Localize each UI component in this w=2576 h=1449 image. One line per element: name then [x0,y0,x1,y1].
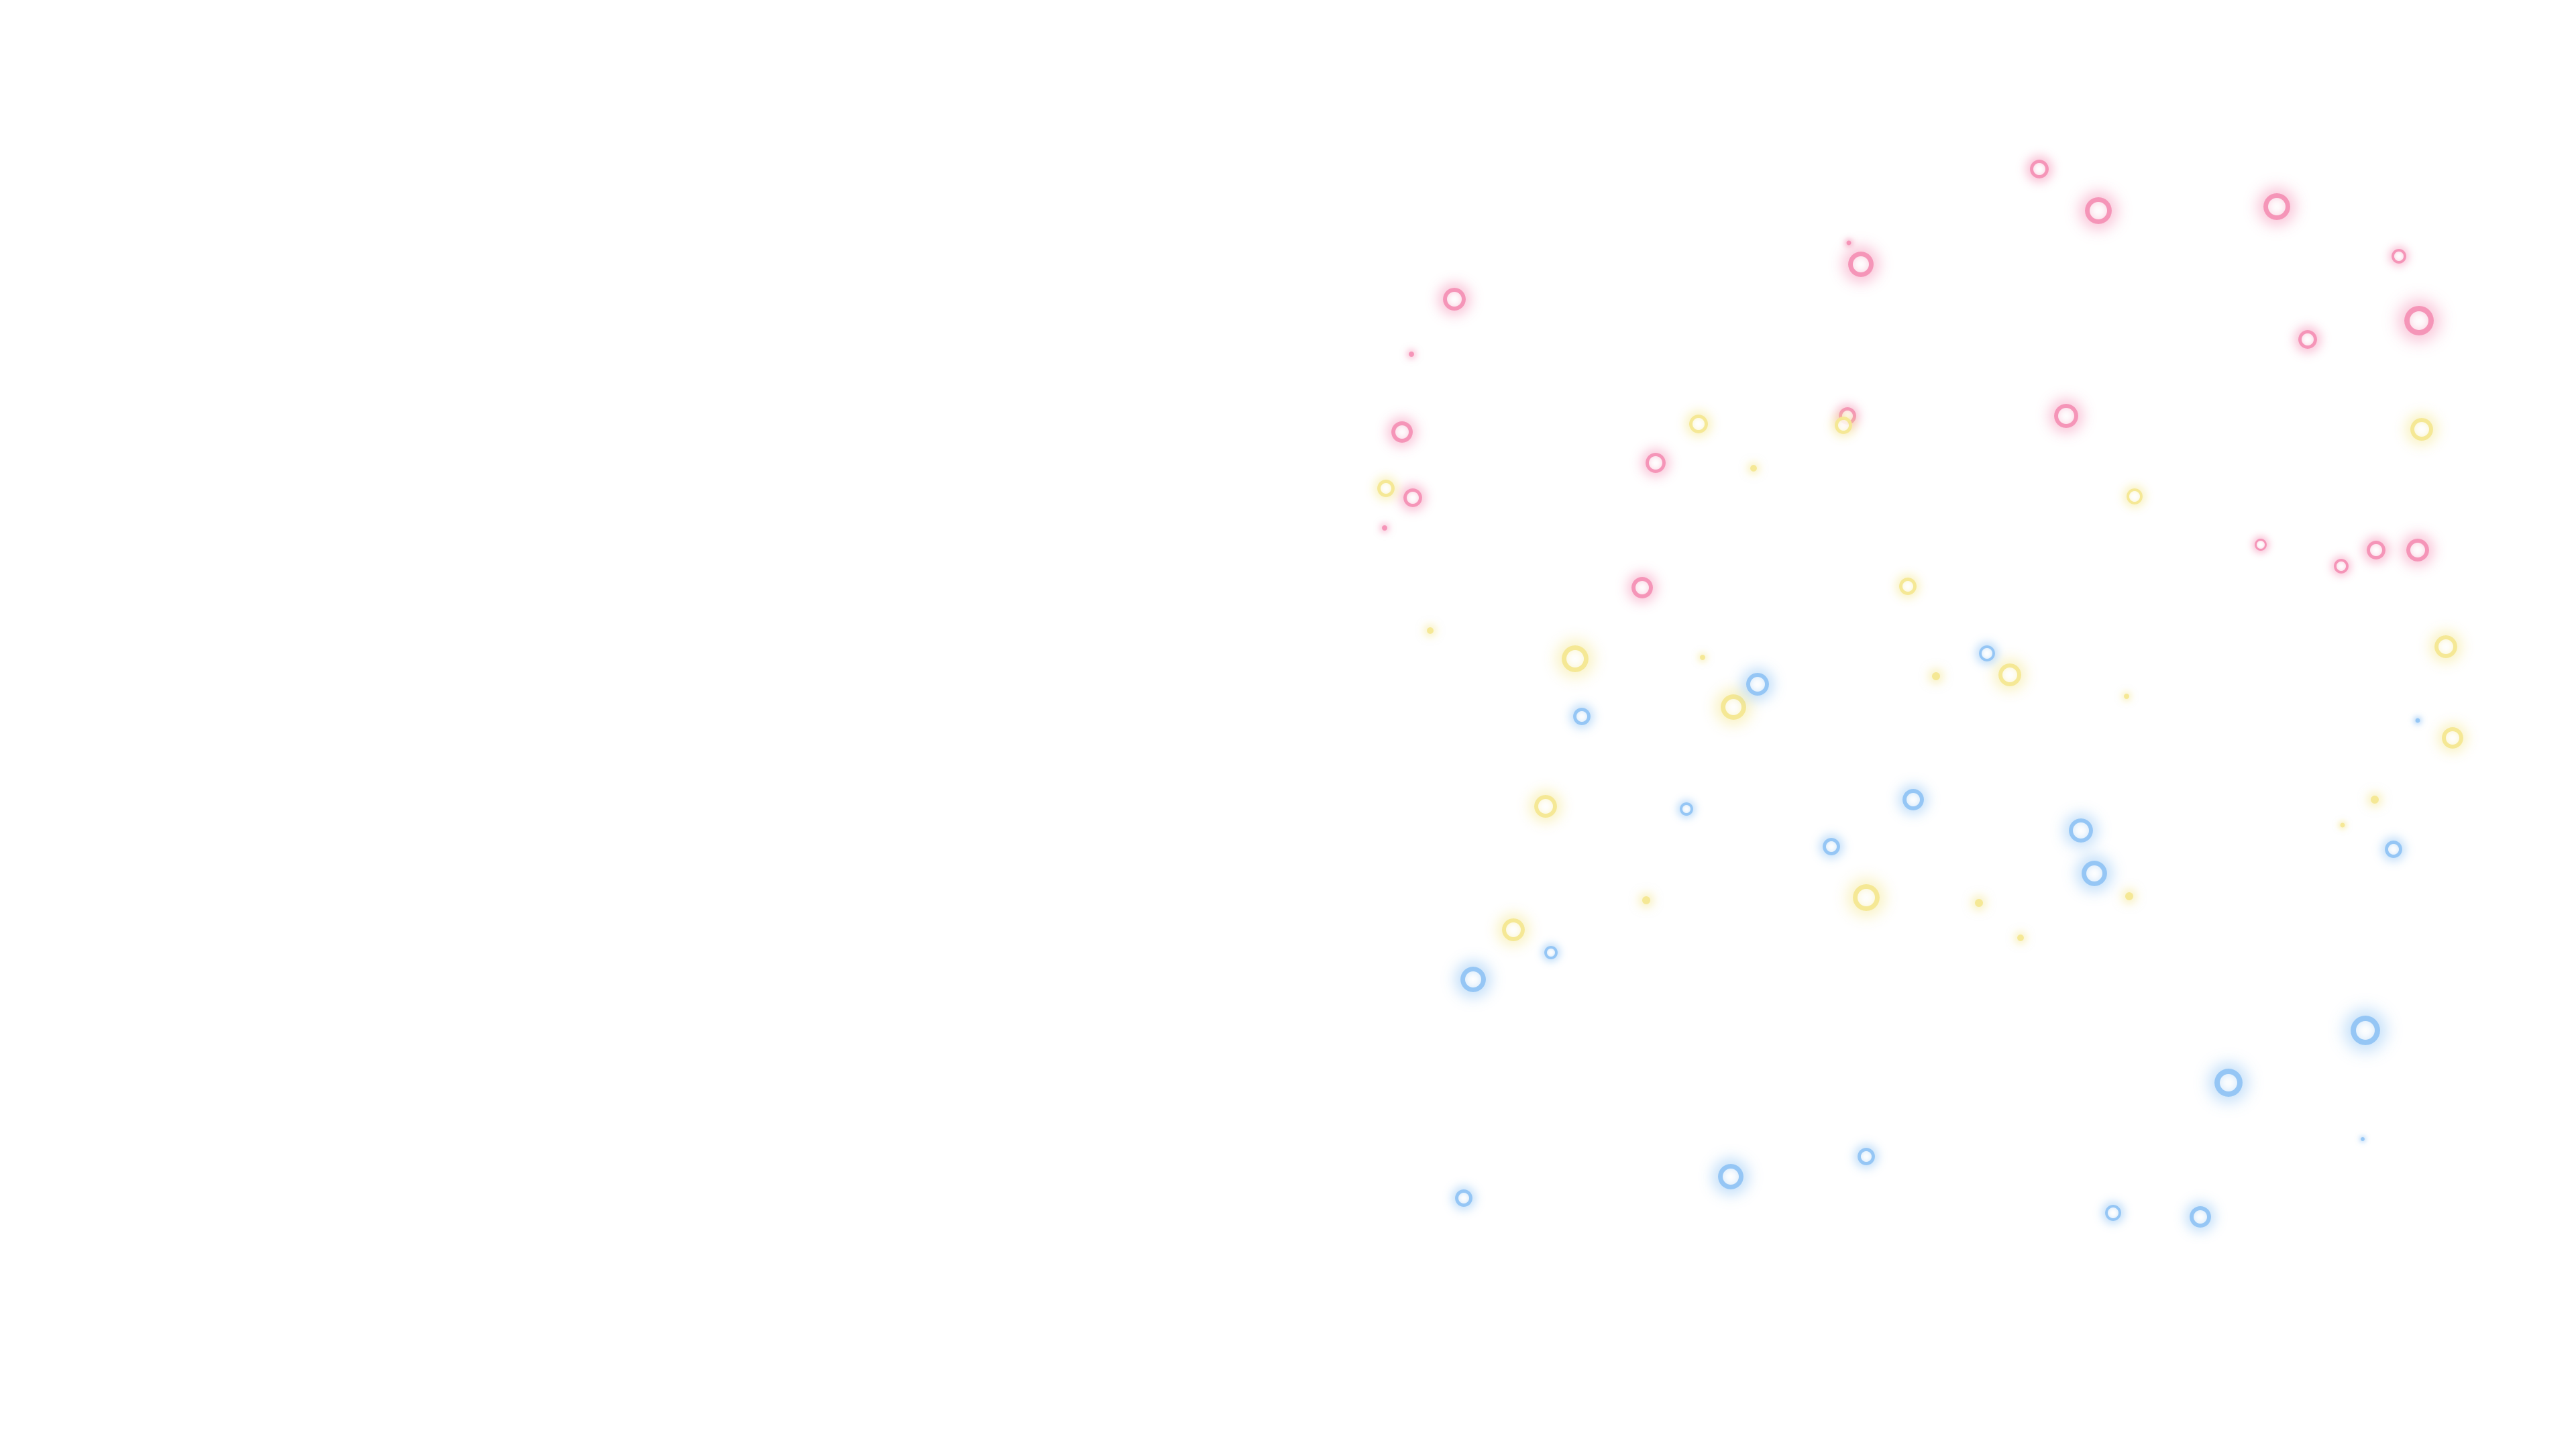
pink-particle-ring [2085,197,2112,224]
pink-particle-ring [1391,421,1413,443]
yellow-particle-dot [1750,465,1757,472]
blue-particle-ring [1979,645,1995,661]
blue-particle-ring [1455,1189,1472,1207]
yellow-particle-ring [1562,645,1589,672]
blue-particle-ring [1460,967,1486,992]
yellow-particle-ring [1689,415,1708,433]
pink-particle-ring [1631,577,1653,598]
yellow-particle-dot [2340,822,2345,828]
pink-particle-ring [1403,488,1422,507]
blue-particle-dot [2415,718,2420,723]
yellow-particle-dot [1975,899,1983,907]
yellow-particle-ring [1853,884,1880,911]
blue-particle-ring [1544,946,1558,959]
yellow-particle-ring [2434,635,2457,658]
blue-particle-ring [2351,1016,2380,1045]
yellow-particle-ring [1377,480,1395,497]
yellow-particle-dot [2125,892,2133,900]
yellow-particle-ring [2127,488,2143,504]
pink-particle-dot [1846,240,1851,246]
blue-particle-ring [1718,1164,1743,1189]
yellow-particle-dot [1932,672,1940,680]
yellow-particle-ring [1998,663,2021,686]
pink-particle-ring [1443,288,1466,311]
pink-particle-ring [2263,193,2290,220]
blue-particle-ring [1573,708,1591,725]
yellow-particle-ring [1502,918,1525,941]
pink-particle-ring [2298,330,2317,349]
blue-particle-ring [2214,1069,2243,1097]
pink-particle-ring [2255,539,2267,551]
yellow-particle-dot [2017,934,2024,941]
blue-particle-ring [1823,838,1840,855]
pink-particle-dot [1409,352,1414,357]
yellow-particle-ring [1835,417,1852,434]
pink-particle-ring [2367,541,2385,559]
pink-particle-ring [2030,160,2049,178]
blue-particle-ring [1858,1148,1875,1165]
yellow-particle-ring [1534,795,1557,818]
blue-particle-ring [2069,818,2093,843]
blue-particle-ring [2082,861,2107,886]
yellow-particle-ring [1721,694,1746,720]
yellow-particle-dot [1427,627,1434,634]
yellow-particle-dot [1700,655,1705,660]
pink-particle-ring [2054,404,2078,428]
blue-particle-ring [2105,1205,2121,1221]
blue-particle-ring [1746,673,1769,696]
blue-particle-ring [2190,1206,2211,1228]
pink-particle-ring [2392,249,2406,264]
yellow-particle-dot [2124,694,2129,699]
pink-particle-dot [1382,525,1387,531]
pink-particle-ring [1848,252,1874,277]
yellow-particle-ring [1899,578,1917,595]
pink-particle-ring [1646,453,1666,473]
yellow-particle-ring [2410,418,2433,441]
pink-particle-ring [2404,306,2434,335]
yellow-particle-dot [1642,896,1650,904]
blue-particle-ring [1902,789,1924,810]
blue-particle-dot [2361,1137,2365,1141]
blue-particle-ring [2385,841,2402,858]
pink-particle-ring [2334,559,2349,574]
yellow-particle-dot [2371,796,2379,804]
pink-particle-ring [2406,539,2429,561]
blue-particle-ring [1680,802,1693,816]
yellow-particle-ring [2442,727,2463,749]
